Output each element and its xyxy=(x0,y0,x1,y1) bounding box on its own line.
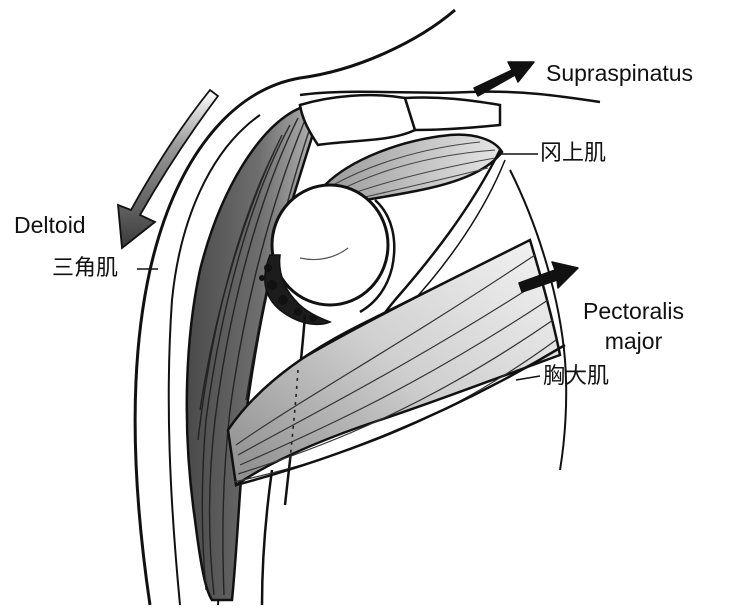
skin-outline-shoulder-top xyxy=(299,90,601,104)
pectoralis-arrow-icon xyxy=(518,261,579,293)
deltoid-label: Deltoid xyxy=(14,212,86,238)
skin-outline-upper xyxy=(133,8,456,606)
deltoid-muscle xyxy=(185,106,320,602)
humeral-head xyxy=(270,183,390,307)
arm-outline-back xyxy=(260,469,274,606)
deltoid-arrow-icon xyxy=(116,88,220,250)
pectoralis-label-line1: Pectoralis xyxy=(583,298,684,324)
clavicle-bone xyxy=(403,96,502,132)
pectoralis-upper-border xyxy=(299,244,521,361)
skin-outline-inner xyxy=(167,114,261,606)
supraspinatus-fibers xyxy=(334,141,496,201)
scapula-inner-line xyxy=(404,159,506,311)
pectoralis-leader-line xyxy=(515,375,541,381)
pectoralis-major-label: Pectoralis major xyxy=(583,296,684,356)
deltoid-fibers xyxy=(197,117,312,596)
pectoralis-major-muscle xyxy=(226,238,562,488)
humeral-head-detail xyxy=(299,247,349,261)
pectoralis-insertion xyxy=(289,369,299,461)
chest-wall-line xyxy=(509,169,568,471)
pectoralis-lower-border xyxy=(235,343,566,487)
acromion-bone xyxy=(298,93,417,147)
joint-capsule xyxy=(264,254,333,326)
supraspinatus-cn-label: 冈上肌 xyxy=(540,141,607,166)
capsule-texture xyxy=(259,264,317,322)
deltoid-cn-label: 三角肌 xyxy=(52,256,119,281)
pectoralis-label-line2: major xyxy=(604,328,663,354)
glenoid-rim xyxy=(359,199,396,314)
pectoralis-cn-label: 胸大肌 xyxy=(543,364,610,389)
pectoralis-fibers xyxy=(233,254,557,483)
supraspinatus-label: Supraspinatus xyxy=(546,60,694,86)
supraspinatus-arrow-icon xyxy=(473,61,535,97)
